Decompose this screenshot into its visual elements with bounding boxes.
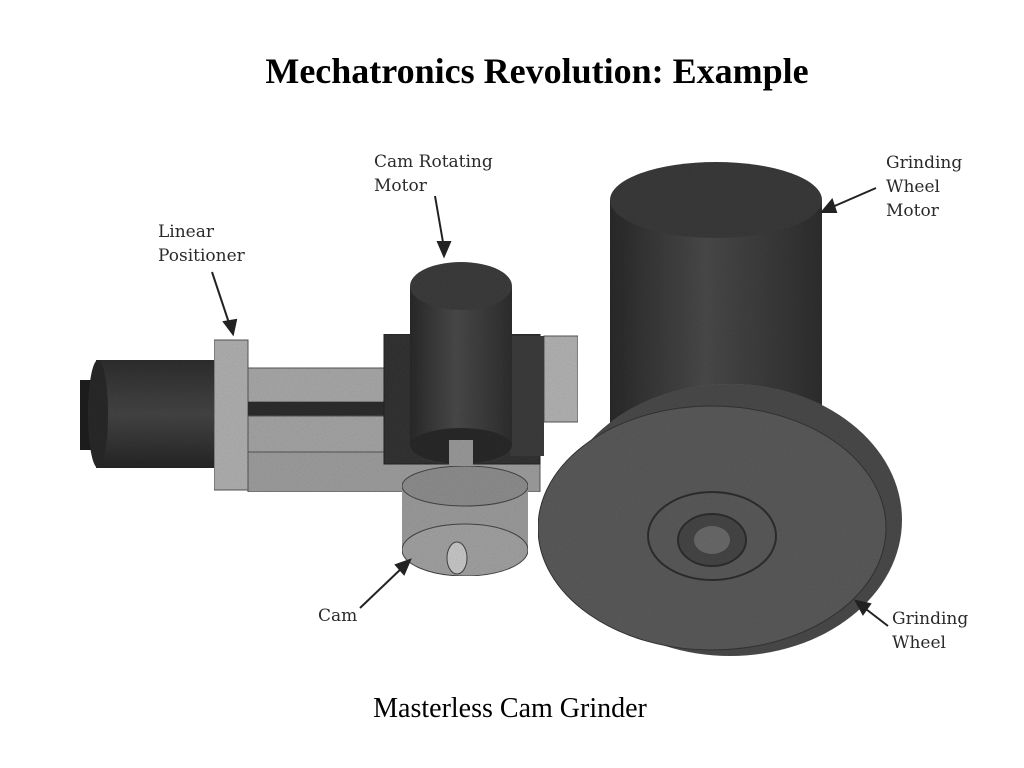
arrow-linear-positioner <box>211 271 231 327</box>
diagram-caption: Masterless Cam Grinder <box>373 693 647 724</box>
label-cam: Cam <box>318 606 358 626</box>
arrow-cam <box>359 565 405 609</box>
arrow-grinding-wheel-motor <box>829 187 877 209</box>
arrow-cam-rotating-motor <box>434 195 445 249</box>
grinding-wheel <box>537 384 902 656</box>
leader-arrows <box>211 187 889 627</box>
cam-part <box>401 465 529 577</box>
label-grinding-wheel: Grinding Wheel <box>892 609 969 653</box>
linear-positioner-frame <box>213 333 579 493</box>
label-grinding-wheel-motor: Grinding Wheel Motor <box>886 153 963 221</box>
label-linear-positioner: Linear Positioner <box>158 222 245 266</box>
positioner-motor <box>80 360 220 468</box>
slide-title: Mechatronics Revolution: Example <box>265 51 809 91</box>
cam-rotating-motor <box>410 262 512 480</box>
label-cam-rotating-motor: Cam Rotating Motor <box>374 152 493 196</box>
